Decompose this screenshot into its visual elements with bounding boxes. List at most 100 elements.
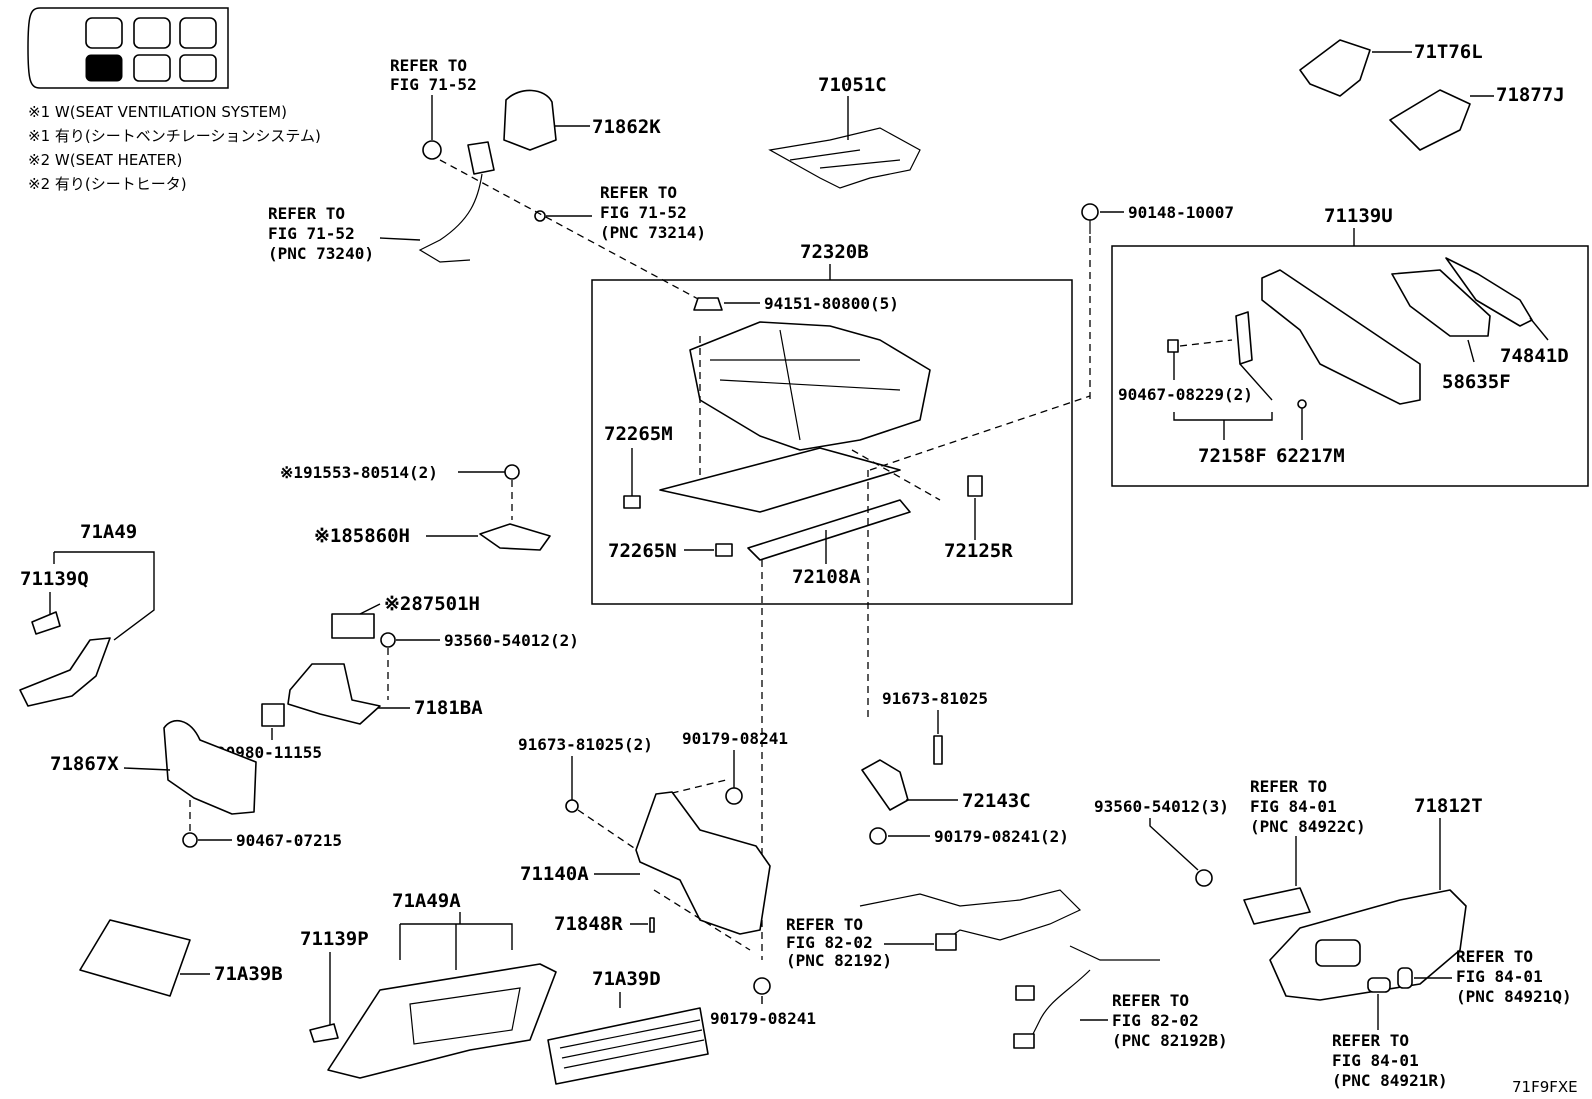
part-7181BA-bracket [287, 663, 381, 725]
label-71051C[interactable]: 71051C [818, 74, 887, 96]
figure-code: 71F9FXE [1512, 1078, 1578, 1096]
label-93560-a[interactable]: 93560-54012(2) [444, 631, 579, 650]
part-71139Q [31, 611, 61, 635]
label-71139U[interactable]: 71139U [1324, 205, 1393, 227]
ref-line: FIG 84-01 [1456, 967, 1543, 986]
note-4: ※2 有り(シートヒータ) [28, 175, 187, 193]
label-72143C[interactable]: 72143C [962, 790, 1031, 812]
ref-line: (PNC 82192B) [1112, 1031, 1228, 1050]
ref-line: (PNC 82192) [786, 951, 892, 970]
nut-90179-a [725, 787, 743, 805]
refer-71-52-a[interactable]: REFER TO FIG 71-52 [390, 56, 477, 94]
label-72158F[interactable]: 72158F [1198, 445, 1267, 467]
label-90148[interactable]: 90148-10007 [1128, 203, 1234, 222]
refer-84-01-pnc84922C[interactable]: REFER TO FIG 84-01 (PNC 84922C) [1250, 777, 1366, 836]
label-90179-b[interactable]: 90179-08241(2) [934, 827, 1069, 846]
label-72108A[interactable]: 72108A [792, 566, 861, 588]
label-91673-2[interactable]: 91673-81025(2) [518, 735, 653, 754]
wire-harness-82192B [1015, 945, 1160, 1045]
label-72125R[interactable]: 72125R [944, 540, 1013, 562]
ref-line: REFER TO [390, 56, 467, 75]
ref-line: FIG 84-01 [1250, 797, 1337, 816]
label-62217M[interactable]: 62217M [1276, 445, 1345, 467]
label-71867X[interactable]: 71867X [50, 753, 119, 775]
ref-line: REFER TO [1456, 947, 1533, 966]
ref-line: REFER TO [268, 204, 345, 223]
label-71848R[interactable]: 71848R [554, 913, 623, 935]
label-90179-c[interactable]: 90179-08241 [710, 1009, 816, 1028]
ref-line: FIG 71-52 [268, 224, 355, 243]
part-71139U-cover [1261, 269, 1421, 405]
ref-line: REFER TO [786, 915, 863, 934]
label-71140A[interactable]: 71140A [520, 863, 589, 885]
bolt-91673-a [565, 799, 579, 813]
ref-line: (PNC 73214) [600, 223, 706, 242]
label-71862K[interactable]: 71862K [592, 116, 661, 138]
label-71T76L[interactable]: 71T76L [1414, 41, 1483, 63]
note-3: ※2 W(SEAT HEATER) [28, 151, 182, 169]
label-72265N[interactable]: 72265N [608, 540, 677, 562]
part-71877J [1389, 89, 1471, 151]
refer-71-52-pnc73240[interactable]: REFER TO FIG 71-52 (PNC 73240) [268, 204, 374, 263]
part-71A49A-console [327, 963, 557, 1079]
refer-84-01-pnc84921R[interactable]: REFER TO FIG 84-01 (PNC 84921R) [1332, 1031, 1448, 1090]
label-71A39B[interactable]: 71A39B [214, 963, 283, 985]
part-71A49-trim [19, 637, 111, 707]
label-74841D[interactable]: 74841D [1500, 345, 1569, 367]
buckle-anchor [422, 140, 442, 160]
part-71T76L [1299, 39, 1371, 97]
bolt-90148 [1081, 203, 1099, 221]
label-71139P[interactable]: 71139P [300, 928, 369, 950]
part-87501H-module [331, 613, 375, 639]
clip-90467-08229 [1167, 339, 1179, 353]
ref-line: (PNC 84922C) [1250, 817, 1366, 836]
label-71139Q[interactable]: 71139Q [20, 568, 89, 590]
clip-90467-07215 [182, 832, 198, 848]
part-71862K-cover [503, 89, 557, 151]
ref-line: REFER TO [600, 183, 677, 202]
label-85860H[interactable]: ※185860H [314, 525, 410, 547]
label-93560-b[interactable]: 93560-54012(3) [1094, 797, 1229, 816]
part-71051C-wiring [768, 127, 921, 189]
part-switch-84922C [1243, 887, 1311, 925]
part-71812T-seat-side-cover [1269, 889, 1467, 1001]
label-90179-a[interactable]: 90179-08241 [682, 729, 788, 748]
ref-line: FIG 82-02 [786, 933, 873, 952]
label-58635F[interactable]: 58635F [1442, 371, 1511, 393]
label-72320B[interactable]: 72320B [800, 241, 869, 263]
part-71139P [309, 1023, 339, 1043]
seat-switch-panel [1315, 939, 1361, 967]
label-71A49[interactable]: 71A49 [80, 521, 137, 543]
ref-line: (PNC 84921Q) [1456, 987, 1572, 1006]
label-90467-07215[interactable]: 90467-07215 [236, 831, 342, 850]
pin-71848R [649, 917, 655, 933]
label-91673[interactable]: 91673-81025 [882, 689, 988, 708]
part-71867X-cover [163, 719, 257, 815]
assembly-box-72320B [591, 279, 1073, 605]
refer-82-02-pnc82192[interactable]: REFER TO FIG 82-02 (PNC 82192) [786, 915, 892, 970]
label-71812T[interactable]: 71812T [1414, 795, 1483, 817]
label-7181BA[interactable]: 7181BA [414, 697, 483, 719]
refer-84-01-pnc84921Q[interactable]: REFER TO FIG 84-01 (PNC 84921Q) [1456, 947, 1572, 1006]
part-71A39B-cover [79, 919, 191, 997]
part-71140A-bracket [635, 791, 771, 935]
ref-line: FIG 71-52 [600, 203, 687, 222]
assembly-box-71139U [1111, 245, 1589, 487]
knob-84921R [1367, 977, 1391, 993]
label-91553[interactable]: ※191553-80514(2) [280, 463, 438, 482]
refer-71-52-pnc73214[interactable]: REFER TO FIG 71-52 (PNC 73214) [600, 183, 706, 242]
part-58635F-tray [1391, 269, 1491, 337]
refer-82-02-pnc82192B[interactable]: REFER TO FIG 82-02 (PNC 82192B) [1112, 991, 1228, 1050]
label-71877J[interactable]: 71877J [1496, 84, 1565, 106]
label-71A49A[interactable]: 71A49A [392, 890, 461, 912]
label-87501H[interactable]: ※287501H [384, 593, 480, 615]
note-2: ※1 有り(シートベンチレーションシステム) [28, 127, 321, 145]
label-71A39D[interactable]: 71A39D [592, 968, 661, 990]
ref-line: FIG 82-02 [1112, 1011, 1199, 1030]
note-1: ※1 W(SEAT VENTILATION SYSTEM) [28, 103, 287, 121]
label-72265M[interactable]: 72265M [604, 423, 673, 445]
label-94151[interactable]: 94151-80800(5) [764, 294, 899, 313]
wire-harness-82192 [859, 889, 1082, 945]
label-90467-08229[interactable]: 90467-08229(2) [1118, 385, 1253, 404]
